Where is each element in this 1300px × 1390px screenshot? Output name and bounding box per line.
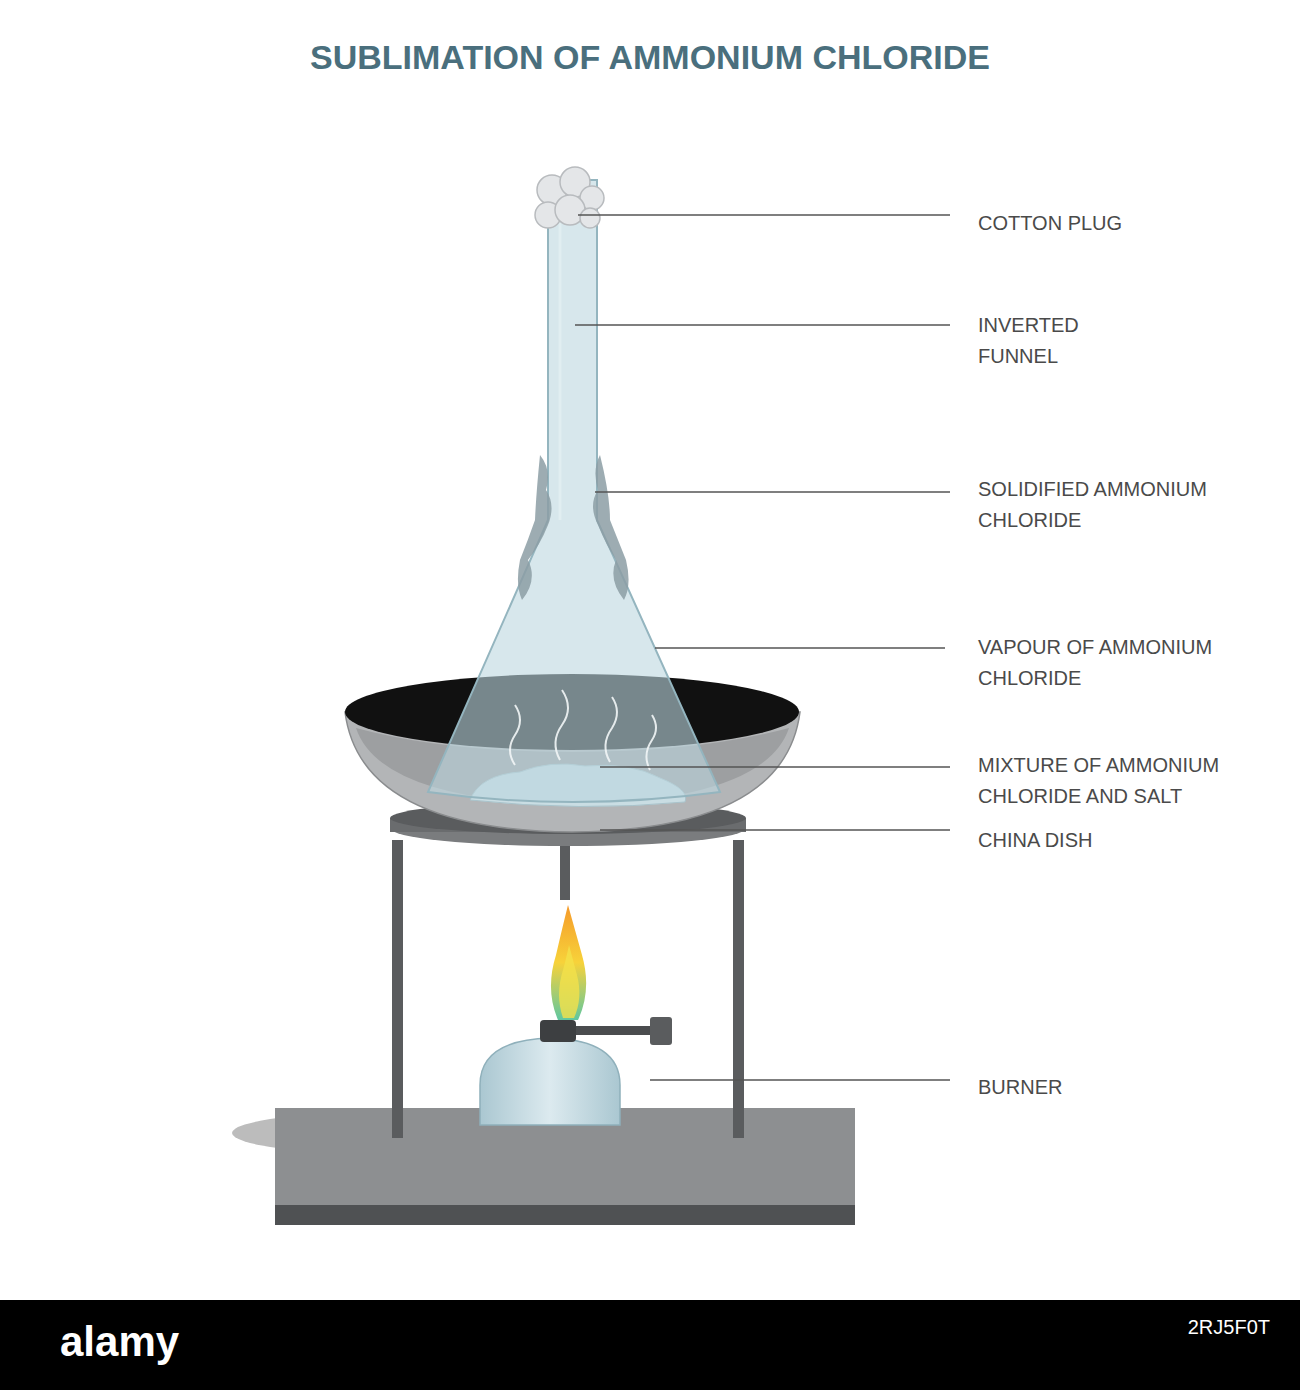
tripod-leg bbox=[560, 840, 570, 900]
solid-deposit bbox=[593, 455, 629, 600]
burner-knob bbox=[650, 1017, 672, 1045]
flame-core bbox=[559, 945, 579, 1018]
diagram-title: SUBLIMATION OF AMMONIUM CHLORIDE bbox=[0, 38, 1300, 77]
base-edge bbox=[275, 1205, 855, 1225]
cotton-plug bbox=[535, 167, 604, 228]
part-label: VAPOUR OF AMMONIUM CHLORIDE bbox=[978, 632, 1278, 694]
burner-body bbox=[480, 1038, 620, 1125]
watermark-logo: alamy bbox=[60, 1318, 260, 1366]
leader-lines bbox=[575, 215, 950, 1080]
part-label: CHINA DISH bbox=[978, 825, 1278, 856]
vapour-wisps bbox=[510, 690, 656, 770]
part-label: COTTON PLUG bbox=[978, 208, 1278, 239]
watermark-id: 2RJ5F0T bbox=[1100, 1314, 1270, 1340]
burner-valve bbox=[576, 1026, 654, 1035]
solid-deposit bbox=[518, 455, 552, 600]
burner-neck bbox=[540, 1020, 576, 1042]
part-label: MIXTURE OF AMMONIUM CHLORIDE AND SALT bbox=[978, 750, 1278, 812]
part-label: INVERTED FUNNEL bbox=[978, 310, 1128, 372]
part-label: BURNER bbox=[978, 1072, 1278, 1103]
flame bbox=[551, 905, 586, 1020]
tripod-leg bbox=[733, 840, 744, 1138]
part-label: SOLIDIFIED AMMONIUM CHLORIDE bbox=[978, 474, 1278, 536]
tripod-leg bbox=[392, 840, 403, 1138]
inverted-funnel bbox=[428, 180, 720, 802]
watermark-bar bbox=[0, 1300, 1300, 1390]
glass-shine bbox=[559, 190, 562, 520]
